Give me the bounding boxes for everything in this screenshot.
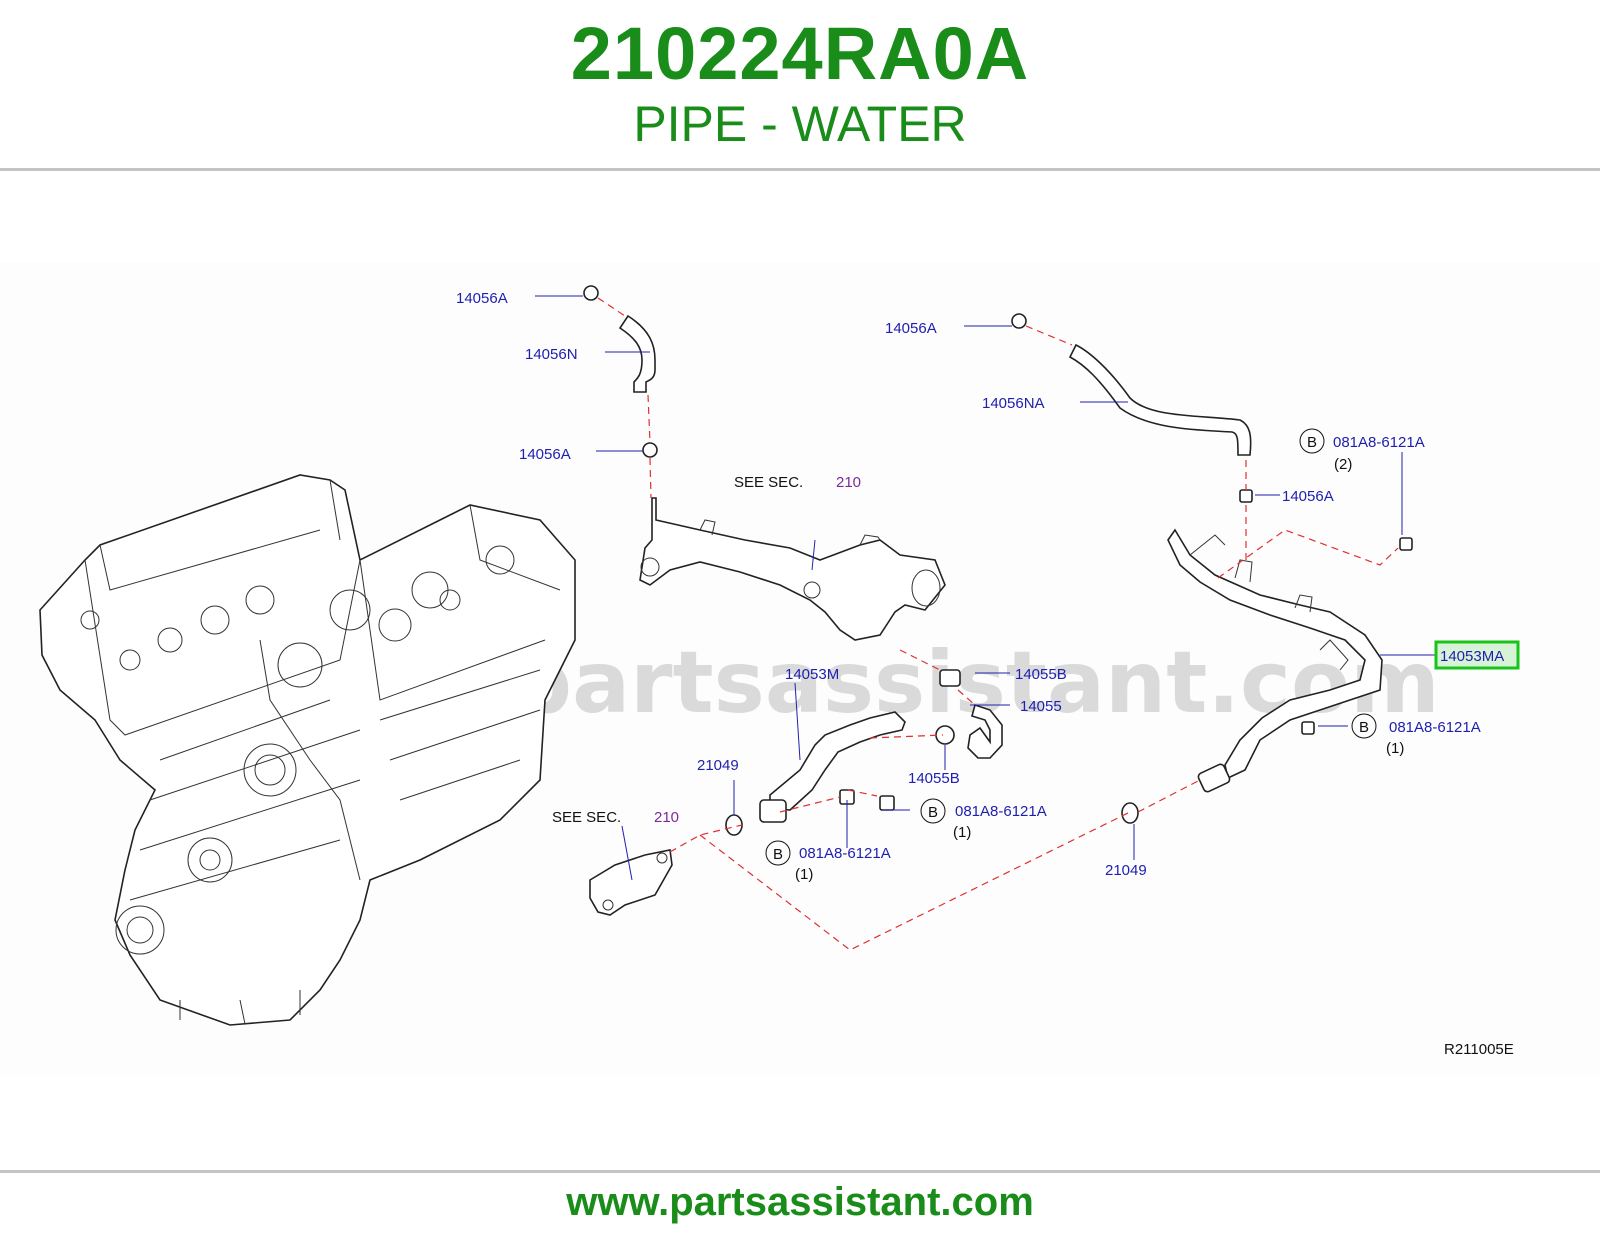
svg-text:B: B — [1359, 719, 1369, 736]
callout-bolt-top[interactable]: 081A8-6121A — [1333, 434, 1425, 451]
callout-bolt-mid-qty: (1) — [953, 824, 971, 841]
highlight-box-14053MA — [1434, 640, 1520, 670]
svg-text:B: B — [1307, 434, 1317, 451]
parts-diagram-panel: www.partsassistant.com — [0, 262, 1600, 1076]
callout-leader-lines — [535, 295, 1435, 881]
b-marker-right: B — [1351, 713, 1377, 739]
see-section-label-top: SEE SEC. — [734, 474, 803, 491]
footer-website-link[interactable]: www.partsassistant.com — [566, 1180, 1034, 1224]
see-section-number-top[interactable]: 210 — [836, 474, 861, 491]
svg-text:B: B — [928, 804, 938, 821]
callout-14056A-right-lower[interactable]: 14056A — [1282, 488, 1334, 505]
diagram-reference-code: R211005E — [1444, 1041, 1514, 1058]
callout-14053MA[interactable]: 14053MA — [1440, 648, 1504, 665]
see-section-label-bottom: SEE SEC. — [552, 809, 621, 826]
engine-block-illustration — [39, 474, 576, 1026]
callout-14056N[interactable]: 14056N — [525, 346, 578, 363]
callout-14056A-left-lower[interactable]: 14056A — [519, 446, 571, 463]
part-name-subtitle: PIPE - WATER — [633, 96, 967, 152]
callout-14053M[interactable]: 14053M — [785, 666, 839, 683]
callout-14056A-top-right[interactable]: 14056A — [885, 320, 937, 337]
hose-14056N — [583, 285, 658, 458]
svg-text:B: B — [773, 846, 783, 863]
callout-bolt-right-qty: (1) — [1386, 740, 1404, 757]
water-pipe-assembly-center — [639, 497, 946, 641]
water-pipe-14053MA — [1167, 528, 1383, 793]
water-pipe-14053M — [759, 669, 1003, 823]
callout-bolt-top-qty: (2) — [1334, 456, 1352, 473]
assembly-guide-lines — [597, 297, 1399, 951]
callout-14055[interactable]: 14055 — [1020, 698, 1062, 715]
callout-14056A-top-left[interactable]: 14056A — [456, 290, 508, 307]
callout-bolt-right[interactable]: 081A8-6121A — [1389, 719, 1481, 736]
callout-14055B-bottom[interactable]: 14055B — [908, 770, 960, 787]
bolt-group — [1301, 537, 1413, 735]
callout-14056NA[interactable]: 14056NA — [982, 395, 1045, 412]
b-marker-low: B — [765, 840, 791, 866]
callout-21049-left[interactable]: 21049 — [697, 757, 739, 774]
b-marker-mid: B — [920, 798, 946, 824]
exploded-parts-diagram: www.partsassistant.com — [39, 285, 1520, 1058]
hose-14056NA — [1011, 313, 1253, 503]
part-number-title: 210224RA0A — [570, 12, 1030, 95]
see-section-number-bottom[interactable]: 210 — [654, 809, 679, 826]
callout-bolt-low[interactable]: 081A8-6121A — [799, 845, 891, 862]
page-header: 210224RA0A PIPE - WATER — [0, 0, 1600, 168]
footer-divider — [0, 1170, 1600, 1173]
gasket-21049-right — [1121, 802, 1139, 824]
thermostat-housing — [589, 849, 673, 916]
b-marker-top: B — [1299, 428, 1325, 454]
callout-bolt-low-qty: (1) — [795, 866, 813, 883]
callout-14055B-top[interactable]: 14055B — [1015, 666, 1067, 683]
callout-bolt-mid[interactable]: 081A8-6121A — [955, 803, 1047, 820]
callout-21049-right[interactable]: 21049 — [1105, 862, 1147, 879]
header-divider — [0, 168, 1600, 171]
